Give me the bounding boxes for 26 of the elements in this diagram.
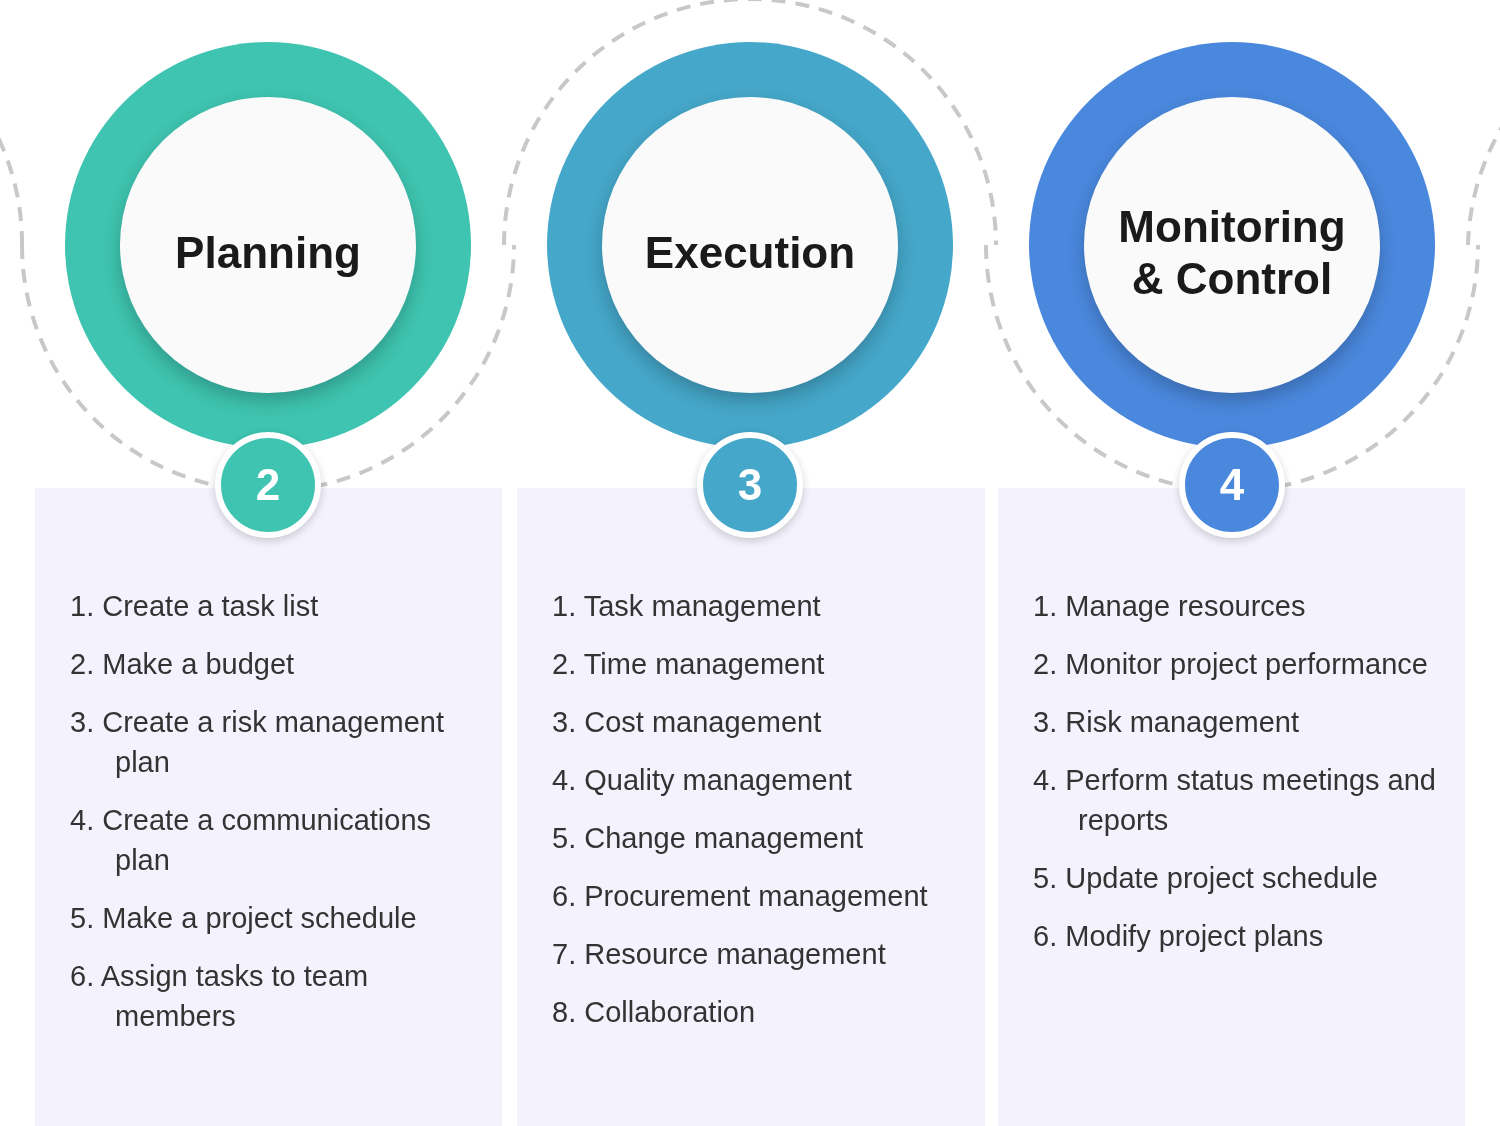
list-item: 3. Risk management [1033, 705, 1300, 740]
list-item: 5. Update project schedule [1033, 861, 1379, 896]
list-item: 7. Resource management [552, 937, 887, 972]
list-item: 2. Time management [552, 647, 826, 682]
list-item: 3. Cost management [552, 705, 823, 740]
list-item: 4. Perform status meetings and reports [1033, 763, 1437, 838]
step-number: 3 [737, 460, 763, 510]
step-number: 4 [1219, 460, 1245, 510]
list-item: 4. Create a communications plan [70, 803, 433, 878]
list-item: 6. Procurement management [552, 879, 929, 914]
phase-title: Execution [643, 227, 857, 279]
list-item: 3. Create a risk management plan [70, 705, 445, 780]
list-item: 2. Make a budget [70, 647, 296, 682]
list-item: 8. Collaboration [552, 995, 757, 1030]
list-item: 2. Monitor project performance [1033, 647, 1429, 682]
phase-title: Planning [174, 227, 362, 279]
list-item: 1. Create a task list [70, 589, 320, 624]
list-item: 4. Quality management [552, 763, 853, 798]
phase-title: Monitoring & Control [1117, 201, 1347, 305]
list-item: 6. Modify project plans [1033, 919, 1325, 954]
step-number: 2 [255, 460, 281, 510]
list-item: 6. Assign tasks to team members [70, 959, 370, 1034]
list-item: 5. Change management [552, 821, 865, 856]
list-item: 1. Manage resources [1033, 589, 1307, 624]
list-item: 1. Task management [552, 589, 822, 624]
list-item: 5. Make a project schedule [70, 901, 418, 936]
